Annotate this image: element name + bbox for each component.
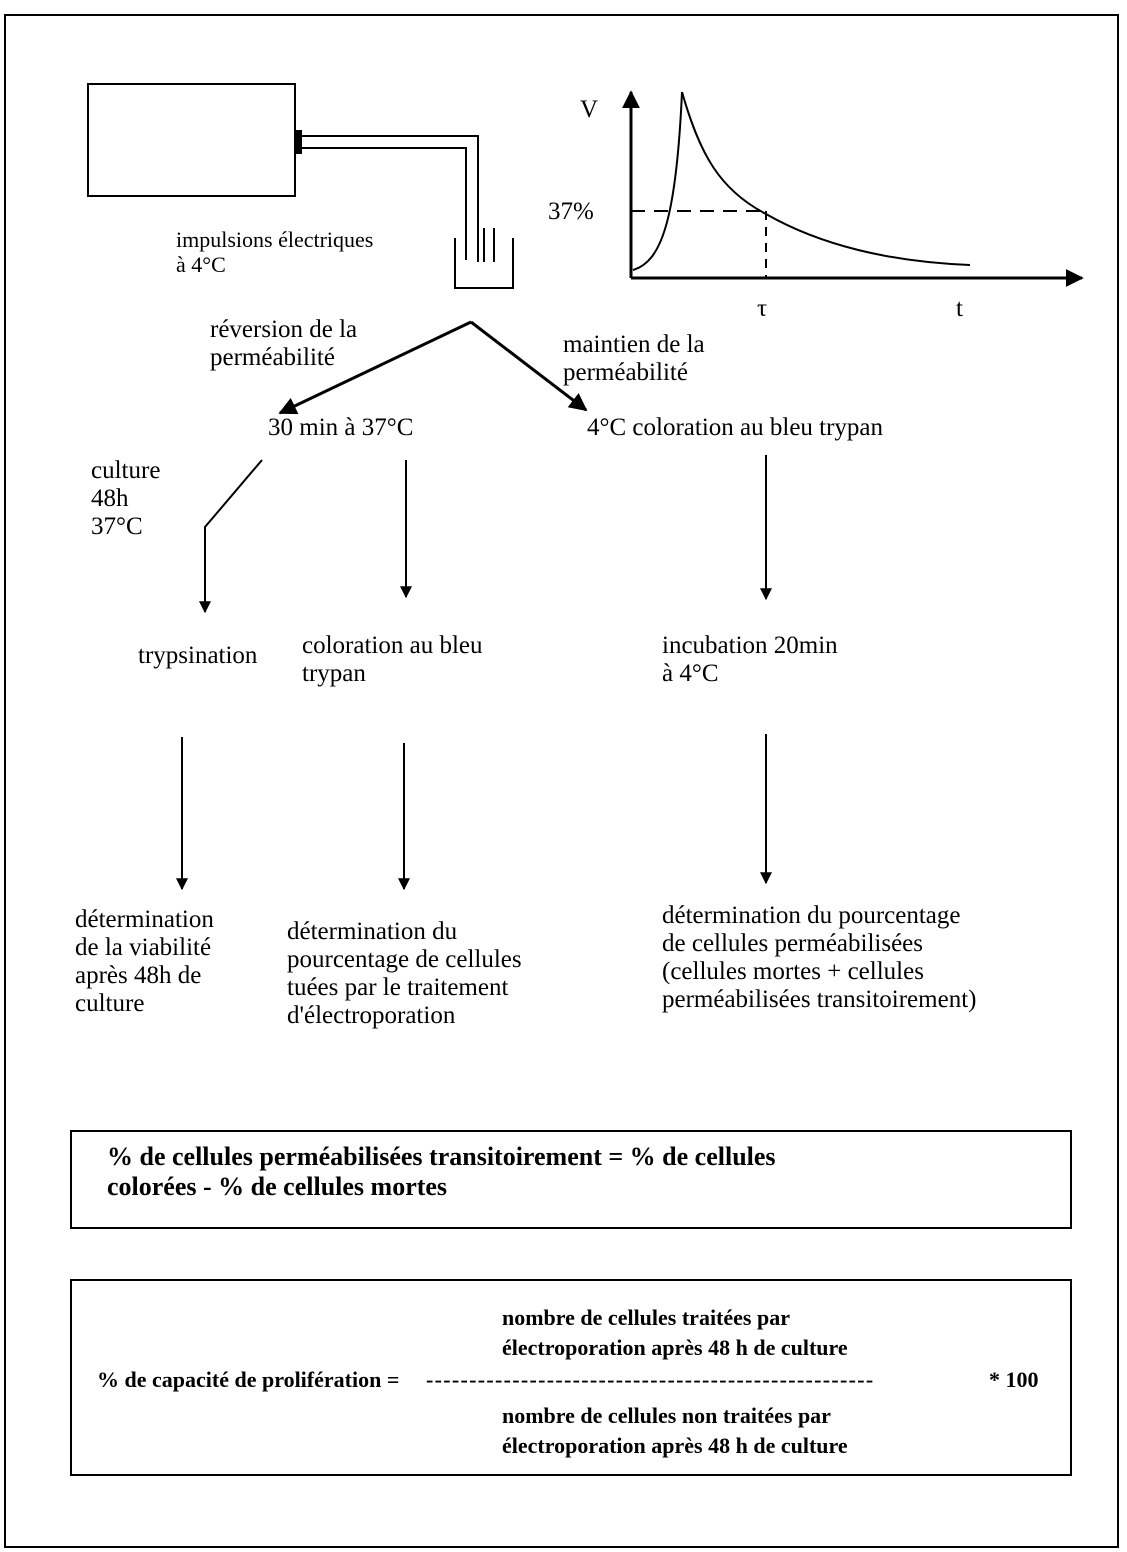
graph-tau-label: τ [757,295,768,322]
result-killed-cells: détermination du pourcentage de cellules… [287,918,522,1029]
generator-connector [295,130,302,154]
step-blue-staining: coloration au bleu trypan [302,632,483,687]
pulse-generator-box [88,84,295,196]
formula-box-proliferation: nombre de cellules traitées par électrop… [70,1279,1072,1476]
branch-right-label: maintien de la perméabilité [563,331,705,386]
formula-fraction-bar: ----------------------------------------… [426,1367,875,1392]
step-30min-37c: 30 min à 37°C [268,414,414,441]
electrode-wire-outer [302,136,478,262]
formula-numerator: nombre de cellules traitées par électrop… [502,1305,848,1360]
step-incubation: incubation 20min à 4°C [662,632,838,687]
formula-denominator: nombre de cellules non traitées par élec… [502,1403,848,1458]
result-viability: détermination de la viabilité après 48h … [75,906,214,1017]
formula-transient-text: % de cellules perméabilisées transitoire… [107,1142,776,1201]
diagram-frame [4,14,1119,1548]
result-permeabilized-cells: détermination du pourcentage de cellules… [662,902,977,1013]
electrode-label: impulsions électriques à 4°C [176,227,374,277]
step-4c-blue-staining: 4°C coloration au bleu trypan [587,414,884,441]
graph-level-label: 37% [548,198,594,225]
cuvette [455,238,513,288]
graph-x-axis-label: t [956,295,963,322]
formula-box-transient: % de cellules perméabilisées transitoire… [70,1130,1072,1229]
culture-arrow [199,460,262,614]
formula-lhs: % de capacité de prolifération = [97,1367,400,1392]
formula-multiplier: * 100 [989,1367,1039,1392]
culture-note: culture 48h 37°C [91,457,161,540]
graph-y-axis-label: V [580,96,599,123]
voltage-decay-curve [682,92,970,265]
branch-arrow-left [278,322,471,413]
branch-arrow-right [471,322,588,410]
step-trypsination: trypsination [138,642,258,669]
branch-left-label: réversion de la perméabilité [210,316,358,371]
voltage-rise-curve [633,92,682,270]
electrode-wire-inner [302,148,466,260]
